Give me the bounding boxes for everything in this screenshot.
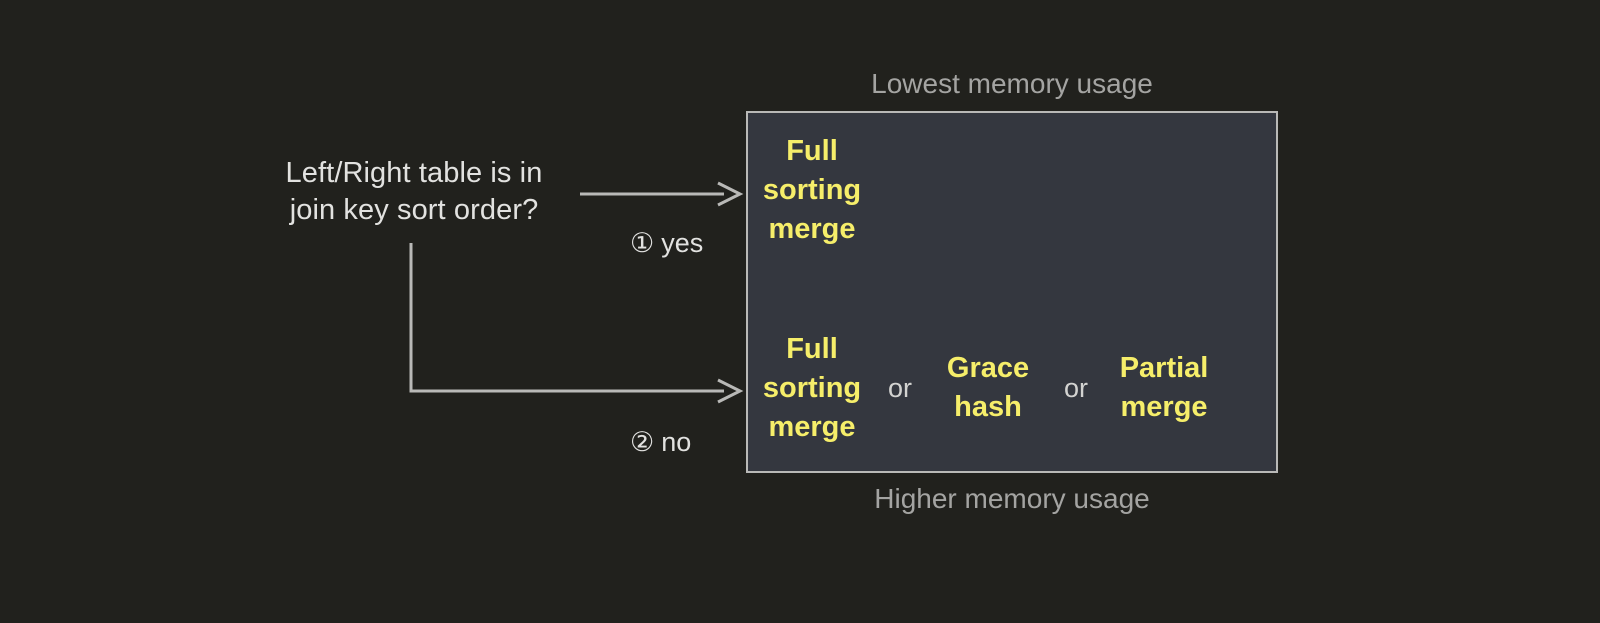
option-full-sorting-merge-unsorted: Full sorting merge (762, 333, 862, 443)
option-full-sorting-merge-sorted: Full sorting merge (762, 135, 862, 245)
branch-marker-2: ② (630, 427, 655, 457)
outcome-row-unsorted: Full sorting merge or Grace hash or Part… (752, 330, 1224, 447)
branch-text-yes: yes (661, 228, 704, 258)
outcome-box (746, 111, 1278, 473)
conjunction-or-1: or (888, 372, 913, 403)
conjunction-or-2: or (1064, 372, 1089, 403)
caption-lowest-memory: Lowest memory usage (871, 68, 1153, 99)
option-grace-hash: Grace hash (946, 352, 1030, 424)
option-partial-merge: Partial merge (1119, 352, 1209, 424)
yes-branch-arrowhead (717, 181, 744, 207)
branch-marker-1: ① (630, 228, 655, 258)
no-branch-arrowhead (717, 378, 744, 404)
decision-question: Left/Right table is in join key sort ord… (285, 157, 543, 226)
caption-higher-memory: Higher memory usage (874, 483, 1150, 514)
outcome-row-sorted: Full sorting merge (752, 132, 872, 249)
branch-text-no: no (661, 427, 692, 457)
